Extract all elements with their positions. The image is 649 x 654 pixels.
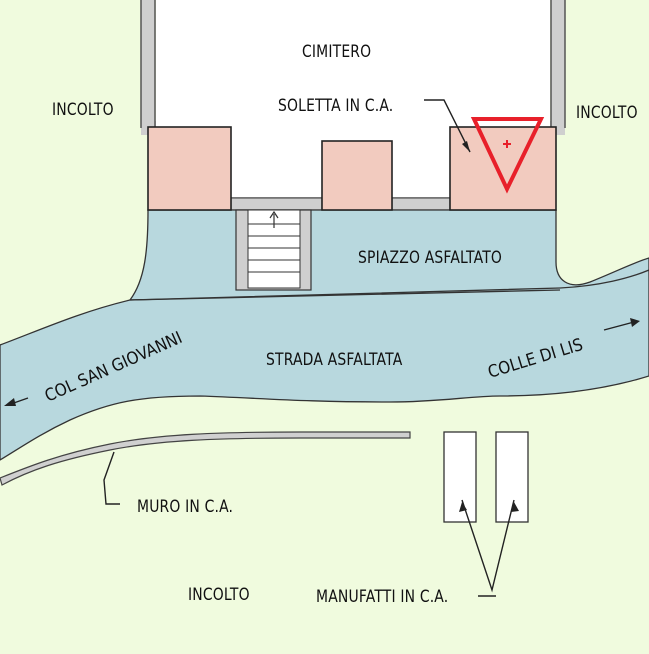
manufatti-arrow-left-icon xyxy=(459,502,467,512)
road-edge xyxy=(129,289,561,301)
arrow-right-icon xyxy=(603,318,640,331)
concrete-block-middle xyxy=(321,140,393,211)
incolto-left-label: INCOLTO xyxy=(52,100,114,120)
stairs-up-arrow-icon xyxy=(269,210,279,228)
strada-asfaltata-area xyxy=(0,269,649,461)
concrete-block-left xyxy=(147,126,232,211)
strada-label: STRADA ASFALTATA xyxy=(266,350,403,370)
manufatti-arrow-right-icon xyxy=(511,502,519,512)
arrow-left-icon xyxy=(4,397,29,406)
manufatto-left xyxy=(443,431,477,523)
soletta-label: SOLETTA IN C.A. xyxy=(278,96,394,116)
incolto-bottom-label: INCOLTO xyxy=(188,585,250,605)
muro-label: MURO IN C.A. xyxy=(137,497,234,517)
cemetery-wall-outline xyxy=(140,0,566,128)
soletta-leader-line xyxy=(424,99,471,153)
muro-leader-line xyxy=(103,451,120,505)
spiazzo-label: SPIAZZO ASFALTATO xyxy=(358,248,503,268)
manufatti-label: MANUFATTI IN C.A. xyxy=(316,587,449,607)
concrete-block-right xyxy=(449,126,557,211)
soletta-arrow-icon xyxy=(462,141,470,152)
manufatti-leader-lines xyxy=(461,499,515,593)
cemetery-wall-inner xyxy=(154,0,552,128)
cimitero-label: CIMITERO xyxy=(302,42,372,62)
cemetery-front-wall-left xyxy=(230,197,323,211)
muro-wall xyxy=(0,431,411,486)
location-marker-icon xyxy=(470,117,545,194)
incolto-right-label: INCOLTO xyxy=(576,103,638,123)
cemetery-front-wall-right xyxy=(391,197,451,211)
